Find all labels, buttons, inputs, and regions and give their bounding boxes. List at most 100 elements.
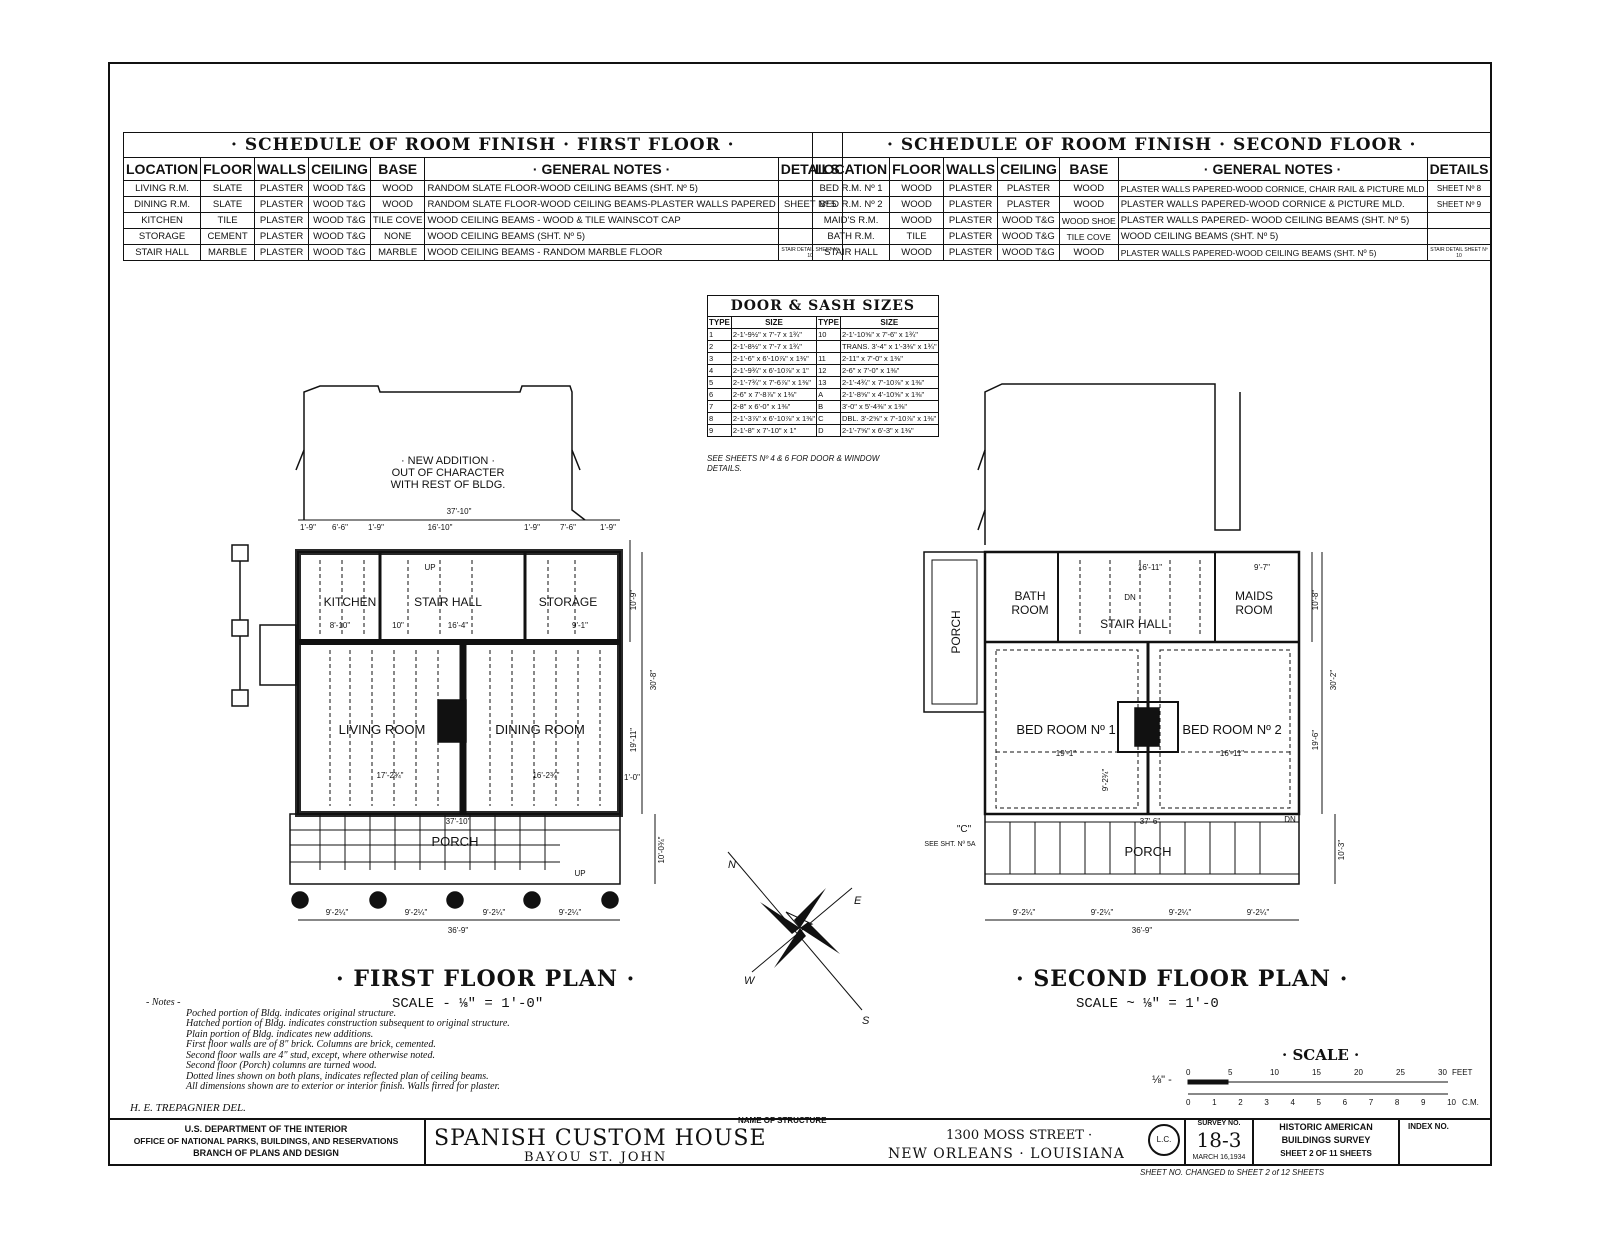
agency-line-2: OFFICE OF NATIONAL PARKS, BUILDINGS, AND… — [133, 1136, 399, 1146]
porch-stair-up-label: UP — [574, 869, 585, 878]
dim: 9'-2¼" — [405, 908, 428, 917]
cell: WOOD CEILING BEAMS - RANDOM MARBLE FLOOR — [424, 244, 779, 261]
agency-line-3: BRANCH OF PLANS AND DESIGN — [193, 1148, 339, 1158]
scale-feet-25: 25 — [1396, 1068, 1405, 1077]
drawing-notes: - Notes - Poched portion of Bldg. indica… — [146, 997, 510, 1093]
structure-city: NEW ORLEANS · LOUISIANA — [888, 1146, 1125, 1162]
cell: 2-1'-8" x 7'-10" x 1" — [730, 424, 818, 437]
new-addition-outline — [303, 385, 586, 521]
scale-cm-tick: 6 — [1342, 1098, 1348, 1107]
delineator-name: H. E. TREPAGNIER DEL. — [130, 1102, 246, 1114]
dim-right-4: 10'-0¾" — [657, 836, 666, 863]
dim: 10" — [392, 621, 404, 630]
scale-cm-tick: 4 — [1290, 1098, 1295, 1107]
note-line: Second floor (Porch) columns are turned … — [186, 1060, 377, 1071]
room-label-maids-2: ROOM — [1235, 603, 1272, 617]
dim: 9'-7" — [1254, 563, 1270, 572]
header-location: LOCATION — [122, 157, 202, 181]
cell: WOOD — [1058, 244, 1119, 261]
cell: PLASTER — [254, 228, 310, 245]
cell: STAIR HALL — [122, 244, 202, 261]
habs-line-1: HISTORIC AMERICAN — [1279, 1122, 1373, 1132]
sheet-number: SHEET 2 OF 11 SHEETS — [1280, 1149, 1372, 1158]
second-schedule-title: · SCHEDULE OF ROOM FINISH · SECOND FLOOR… — [811, 132, 1492, 158]
scale-cm-tick: 8 — [1394, 1098, 1400, 1107]
dim-right-3: 19'-11" — [629, 728, 638, 752]
cell: STAIR HALL — [811, 244, 891, 261]
first-floor-outer-wall — [297, 551, 621, 815]
stair-dn-label: DN — [1124, 593, 1136, 602]
room-label-living: LIVING ROOM — [339, 722, 426, 737]
detail-c-reference: SEE SHT. Nº 5A — [924, 841, 976, 848]
room-label-porch: PORCH — [1125, 844, 1172, 859]
stair-up-label: UP — [424, 563, 435, 572]
sheet-footer-note: SHEET NO. CHANGED to SHEET 2 of 12 SHEET… — [1140, 1168, 1325, 1177]
seal-text: L.C. — [1156, 1135, 1172, 1144]
cell: MARBLE — [369, 244, 426, 261]
dim: 16'-10" — [428, 523, 453, 532]
room-label-maids-1: MAIDS — [1235, 589, 1273, 603]
scale-feet-15: 15 — [1312, 1068, 1321, 1077]
second-floor-schedule: · SCHEDULE OF ROOM FINISH · SECOND FLOOR… — [811, 132, 1492, 261]
dim: 9'-2¼" — [1169, 908, 1192, 917]
second-addition-outline — [984, 383, 1241, 545]
porch-stair-dn-label: DN — [1284, 815, 1296, 824]
scale-feet-20: 20 — [1354, 1068, 1363, 1077]
dim: 19'-1" — [1056, 749, 1077, 758]
second-floor-scale: SCALE ~ ⅛" = 1'-0 — [1076, 996, 1219, 1012]
dim-porch-width: 37'-6" — [1140, 817, 1161, 826]
room-label-porch: PORCH — [432, 834, 479, 849]
dim-overall-bottom: 36'-9" — [1132, 926, 1153, 935]
cell: WOOD — [889, 244, 945, 261]
dim-overall-bottom: 36'-9" — [448, 926, 469, 935]
addition-label-1: · NEW ADDITION · — [401, 455, 495, 467]
scale-cm-tick: 0 — [1186, 1098, 1191, 1107]
note-line: First floor walls are of 8" brick. Colum… — [186, 1039, 436, 1050]
dim-right-2: 30'-8" — [649, 670, 658, 691]
cell: STAIR DETAIL SHEET Nº 10 — [1426, 244, 1492, 261]
dim: 9'-2¼" — [326, 908, 349, 917]
room-label-bed-1: BED ROOM Nº 1 — [1016, 722, 1115, 737]
scale-cm-tick: 2 — [1238, 1098, 1243, 1107]
cell: WOOD T&G — [308, 244, 371, 261]
dim: 1'-9" — [300, 523, 316, 532]
second-floor-plan-title: · SECOND FLOOR PLAN · — [1016, 966, 1349, 992]
header-details: DETAILS — [1426, 157, 1492, 181]
dim-porch-width: 37'-10" — [446, 817, 471, 826]
addition-label-2: OUT OF CHARACTER — [392, 467, 505, 479]
survey-label: SURVEY NO. — [1197, 1120, 1241, 1127]
scale-feet-0: 0 — [1186, 1068, 1191, 1077]
dim: 1'-9" — [368, 523, 384, 532]
note-line: Poched portion of Bldg. indicates origin… — [186, 1007, 397, 1019]
dim-right-1: 10'-9" — [629, 590, 638, 611]
scale-feet-5: 5 — [1228, 1068, 1233, 1077]
dim: 16'-11" — [1138, 563, 1162, 572]
dim-mid: 9'-2¾" — [1101, 769, 1110, 792]
room-label-bath-2: ROOM — [1011, 603, 1048, 617]
dim: 16'-11" — [1220, 749, 1244, 758]
dim-right-3: 19'-6" — [1311, 730, 1320, 751]
header-location: LOCATION — [811, 157, 891, 181]
dim: 7'-6" — [560, 523, 576, 532]
scale-cm-tick: 1 — [1212, 1098, 1217, 1107]
room-label-dining: DINING ROOM — [495, 722, 585, 737]
first-porch-outline — [289, 813, 621, 885]
room-label-bath-1: BATH — [1014, 589, 1045, 603]
notes-heading: - Notes - — [146, 997, 181, 1008]
compass-e: E — [854, 895, 862, 907]
compass-rose-icon — [727, 851, 863, 1011]
note-line: Dotted lines shown on both plans, indica… — [186, 1070, 489, 1082]
dim-right-4: 10'-3" — [1337, 840, 1346, 861]
scale-bar-title: · SCALE · — [1282, 1046, 1360, 1064]
structure-name: SPANISH CUSTOM HOUSE — [434, 1126, 767, 1151]
dim-dining-width: 16'-2¾" — [532, 771, 559, 780]
survey-date: MARCH 16,1934 — [1192, 1154, 1246, 1161]
dim: 1'-0" — [624, 773, 640, 782]
